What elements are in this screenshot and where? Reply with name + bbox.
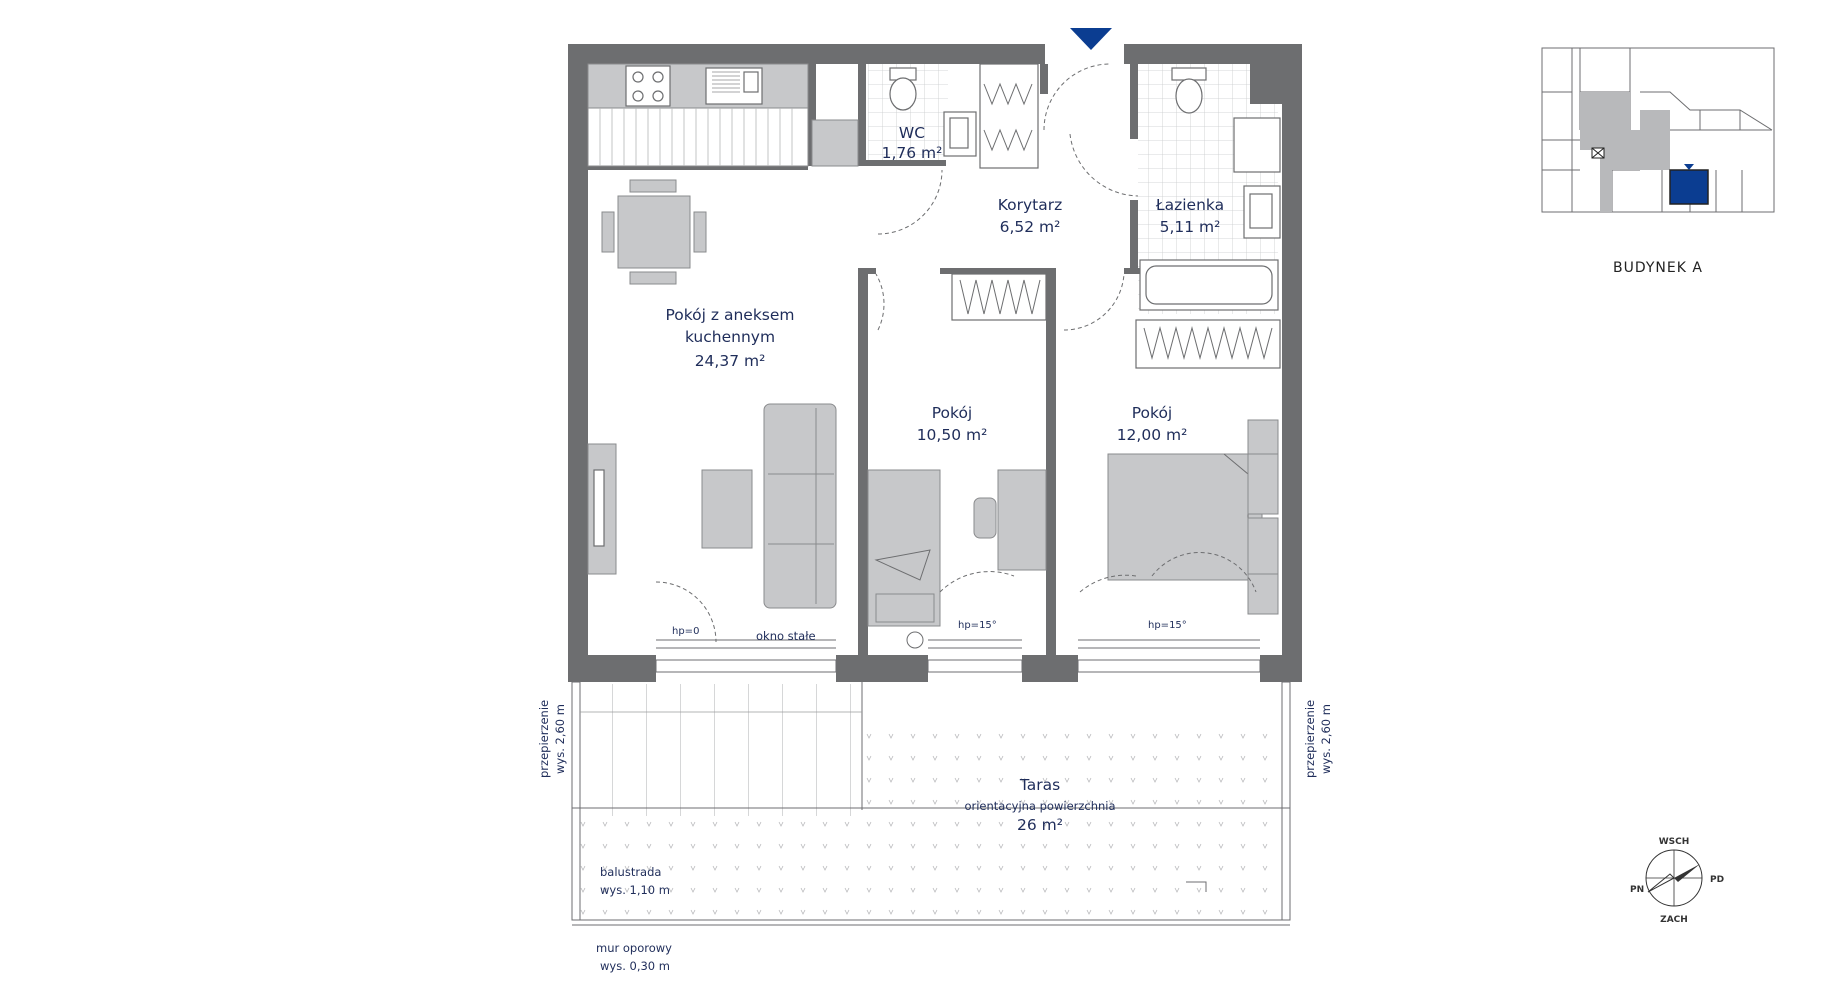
wc-fixtures [889, 63, 1039, 169]
building-label: BUDYNEK A [1613, 260, 1703, 276]
terrace-outline [571, 681, 1291, 926]
kitchen-cabinets [587, 107, 809, 167]
retaining-wall-line2: wys. 0,30 m [600, 959, 670, 973]
partition-right-line2: wys. 2,60 m [1319, 704, 1333, 774]
compass-left-label: PN [1630, 885, 1644, 895]
double-bed [1107, 453, 1263, 581]
compass-right-label: PD [1710, 875, 1724, 885]
balustrade-line1: balustrada [600, 865, 661, 879]
retaining-wall-line1: mur oporowy [596, 941, 672, 955]
desk-room1 [997, 469, 1047, 571]
bathroom-name: Łazienka [1155, 196, 1224, 214]
terrace-note: orientacyjna powierzchnia [964, 799, 1115, 813]
hp0-label: hp=0 [672, 626, 699, 637]
bathroom-toilet-icon [1175, 78, 1203, 114]
terrace-deck [572, 684, 862, 816]
partition-left-line2: wys. 2,60 m [553, 704, 567, 774]
wc-name: WC [899, 124, 925, 142]
terrace-name: Taras [1019, 776, 1060, 794]
fixed-window-label: okno stałe [756, 629, 816, 643]
walls [568, 44, 1302, 682]
bathroom-fixtures [1135, 67, 1281, 369]
stove-burner-icon [632, 71, 644, 83]
room1-name: Pokój [932, 404, 973, 422]
living-area: 24,37 m² [695, 352, 766, 370]
wc-area: 1,76 m² [882, 144, 943, 162]
bathroom-area: 5,11 m² [1160, 218, 1221, 236]
corridor-name: Korytarz [998, 196, 1063, 214]
dining-table [617, 195, 691, 269]
key-plan-circulation [1640, 110, 1670, 170]
coffee-table [701, 469, 753, 549]
room1-area: 10,50 m² [917, 426, 988, 444]
room1-furniture [867, 469, 1047, 649]
compass-bottom-label: ZACH [1660, 915, 1688, 925]
hp15-label-room1: hp=15° [958, 620, 997, 631]
compass-rose-icon: WSCH PD PN ZACH [1630, 837, 1724, 925]
terrace-gravel-bottom [578, 818, 1278, 920]
apartment-marker-icon [1669, 169, 1709, 205]
windows [655, 659, 1261, 673]
room2-area: 12,00 m² [1117, 426, 1188, 444]
kitchen-counter [587, 63, 859, 167]
sofa [763, 403, 837, 609]
key-plan-shaded-area [1580, 92, 1640, 212]
corridor-area: 6,52 m² [1000, 218, 1061, 236]
wardrobe-room1 [951, 273, 1047, 321]
room2-name: Pokój [1132, 404, 1173, 422]
partition-right-line1: przepierzenie [1303, 700, 1317, 778]
terrace-area: 26 m² [1017, 816, 1063, 834]
entrance-arrow-icon [1070, 28, 1112, 50]
living-name-line2: kuchennym [685, 328, 775, 346]
toilet-icon [889, 77, 917, 111]
partition-left-line1: przepierzenie [537, 700, 551, 778]
living-name-line1: Pokój z aneksem [665, 306, 794, 324]
hp15-label-room2: hp=15° [1148, 620, 1187, 631]
doors [655, 63, 1260, 649]
living-furniture [587, 179, 837, 609]
wc-installation [979, 63, 1039, 169]
room2-furniture [1107, 419, 1279, 615]
balustrade-line2: wys. 1,10 m [600, 883, 670, 897]
compass-top-label: WSCH [1659, 837, 1690, 847]
key-plan [1541, 47, 1775, 213]
